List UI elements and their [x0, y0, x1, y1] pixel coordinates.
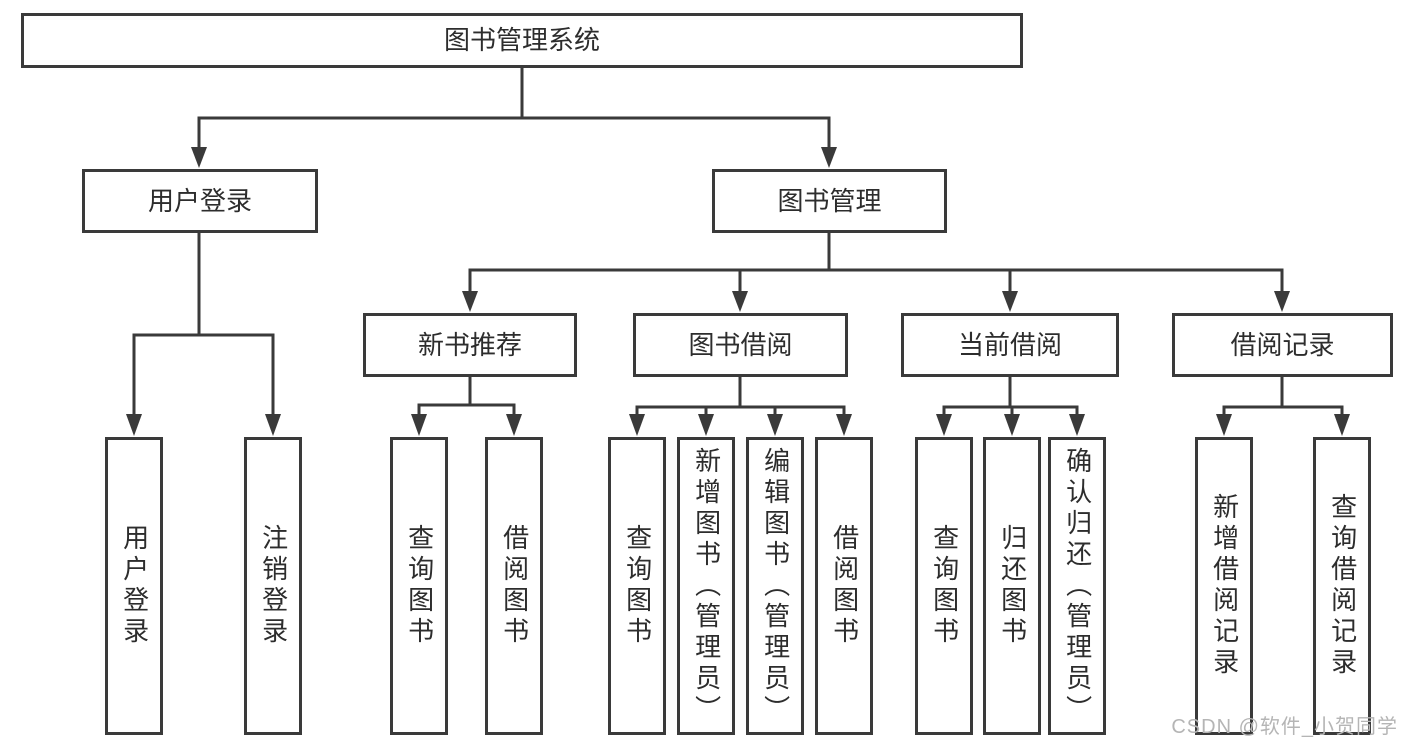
leaf-logout: 注销登录 [244, 437, 302, 735]
leaf-edit-book-admin: 编辑图书（管理员） [746, 437, 804, 735]
node-book-borrow: 图书借阅 [633, 313, 848, 377]
node-borrow-record-label: 借阅记录 [1230, 329, 1335, 360]
node-book-borrow-label: 图书借阅 [688, 329, 793, 360]
leaf-add-borrow-record: 新增借阅记录 [1195, 437, 1253, 735]
leaf-confirm-return-admin: 确认归还（管理员） [1048, 437, 1106, 735]
leaf-edit-book-admin-label: 编辑图书（管理员） [760, 446, 791, 726]
leaf-add-book-admin-label: 新增图书（管理员） [691, 446, 722, 726]
leaf-query-book-2-label: 查询图书 [622, 524, 653, 648]
node-user-login-label: 用户登录 [147, 185, 252, 216]
leaf-query-book-2: 查询图书 [608, 437, 666, 735]
leaf-query-book-3: 查询图书 [915, 437, 973, 735]
leaf-query-borrow-record: 查询借阅记录 [1313, 437, 1371, 735]
leaf-user-login-label: 用户登录 [119, 524, 150, 648]
leaf-query-book-3-label: 查询图书 [929, 524, 960, 648]
node-root-label: 图书管理系统 [443, 25, 600, 56]
leaf-return-book: 归还图书 [983, 437, 1041, 735]
leaf-borrow-book-2: 借阅图书 [815, 437, 873, 735]
leaf-query-borrow-record-label: 查询借阅记录 [1327, 493, 1358, 679]
node-current-borrow: 当前借阅 [901, 313, 1119, 377]
leaf-add-borrow-record-label: 新增借阅记录 [1209, 493, 1240, 679]
node-root: 图书管理系统 [21, 13, 1023, 68]
leaf-user-login: 用户登录 [105, 437, 163, 735]
node-user-login: 用户登录 [82, 169, 318, 233]
node-new-book-recommend-label: 新书推荐 [417, 329, 522, 360]
leaf-logout-label: 注销登录 [258, 524, 289, 648]
leaf-borrow-book-2-label: 借阅图书 [829, 524, 860, 648]
node-borrow-record: 借阅记录 [1172, 313, 1393, 377]
node-new-book-recommend: 新书推荐 [363, 313, 577, 377]
leaf-query-book-1: 查询图书 [390, 437, 448, 735]
node-book-management: 图书管理 [712, 169, 947, 233]
leaf-borrow-book-1-label: 借阅图书 [499, 524, 530, 648]
csdn-watermark: CSDN @软件_小贺同学 [1171, 716, 1398, 738]
node-book-management-label: 图书管理 [777, 185, 882, 216]
node-current-borrow-label: 当前借阅 [957, 329, 1062, 360]
leaf-borrow-book-1: 借阅图书 [485, 437, 543, 735]
leaf-return-book-label: 归还图书 [997, 524, 1028, 648]
leaf-query-book-1-label: 查询图书 [404, 524, 435, 648]
leaf-add-book-admin: 新增图书（管理员） [677, 437, 735, 735]
leaf-confirm-return-admin-label: 确认归还（管理员） [1062, 446, 1093, 726]
